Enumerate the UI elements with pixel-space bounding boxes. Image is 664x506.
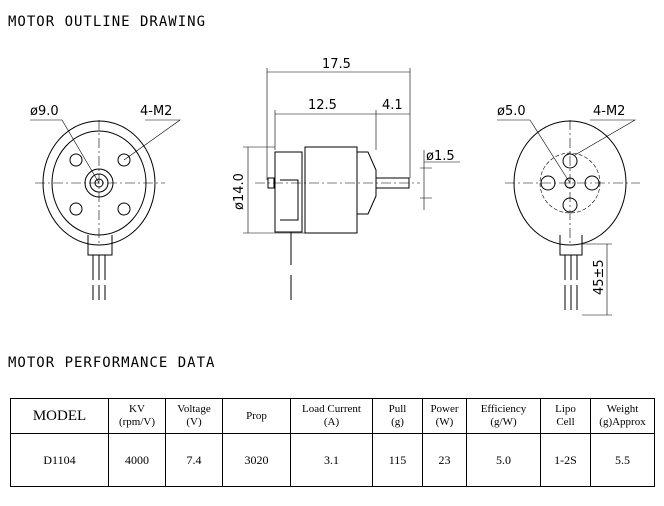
shaft-dia-label: ø1.5 [426, 149, 455, 164]
cell-voltage: 7.4 [165, 433, 223, 487]
header-label: Efficiency [480, 403, 527, 415]
length-total-label: 17.5 [322, 57, 351, 72]
cell-load-current: 3.1 [290, 433, 373, 487]
header-kv: KV(rpm/V) [108, 398, 166, 434]
header-voltage: Voltage(V) [165, 398, 223, 434]
header-weight: Weight(g)Approx [590, 398, 655, 434]
front-dia-label: ø9.0 [30, 104, 59, 119]
cell-power: 23 [422, 433, 467, 487]
header-power: Power(W) [422, 398, 467, 434]
table-row: D1104 4000 7.4 3020 3.1 115 23 5.0 1-2S … [10, 433, 655, 487]
header-label: Load Current [302, 403, 361, 415]
side-view: 17.5 12.5 4.1 ø1.5 ø14.0 [232, 57, 460, 300]
front-holes-label: 4-M2 [140, 104, 172, 119]
outline-title: MOTOR OUTLINE DRAWING [8, 14, 207, 30]
rear-view: ø5.0 4-M2 45±5 [497, 104, 640, 316]
wire-length-label: 45±5 [592, 259, 607, 295]
body-dia-label: ø14.0 [232, 173, 247, 210]
header-label: Prop [246, 409, 267, 422]
header-unit: (g/W) [490, 416, 517, 428]
header-efficiency: Efficiency(g/W) [466, 398, 541, 434]
header-model: MODEL [10, 398, 109, 434]
header-label: Weight [606, 403, 639, 415]
header-label: KV [129, 403, 145, 415]
length-body-label: 12.5 [308, 98, 337, 113]
table-header-row: MODEL KV(rpm/V) Voltage(V) Prop Load Cur… [10, 398, 655, 434]
header-unit: (V) [186, 416, 202, 428]
cell-lipo: 1-2S [540, 433, 591, 487]
cell-weight: 5.5 [590, 433, 655, 487]
performance-title: MOTOR PERFORMANCE DATA [8, 355, 216, 371]
header-unit: (W) [435, 416, 454, 428]
header-label: Power [430, 403, 459, 415]
cell-prop: 3020 [222, 433, 291, 487]
header-label: Lipo [555, 403, 576, 415]
header-unit: (g)Approx [599, 416, 646, 428]
cell-kv: 4000 [108, 433, 166, 487]
rear-holes-label: 4-M2 [593, 104, 625, 119]
performance-table: MODEL KV(rpm/V) Voltage(V) Prop Load Cur… [10, 398, 655, 487]
header-prop: Prop [222, 398, 291, 434]
front-view: ø9.0 4-M2 [30, 104, 181, 300]
header-pull: Pull(g) [372, 398, 423, 434]
shaft-length-label: 4.1 [382, 98, 403, 113]
header-label: MODEL [32, 407, 87, 424]
header-unit: (A) [323, 416, 340, 428]
motor-outline-drawing: ø9.0 4-M2 17.5 12.5 4.1 ø1.5 ø14.0 ø5.0 … [30, 57, 640, 316]
header-load-current: Load Current(A) [290, 398, 373, 434]
header-unit: Cell [556, 416, 575, 428]
rear-dia-label: ø5.0 [497, 104, 526, 119]
header-unit: (g) [391, 416, 404, 428]
cell-pull: 115 [372, 433, 423, 487]
cell-model: D1104 [10, 433, 109, 487]
header-unit: (rpm/V) [118, 416, 156, 428]
cell-efficiency: 5.0 [466, 433, 541, 487]
header-label: Pull [388, 403, 407, 415]
header-label: Voltage [177, 403, 211, 415]
